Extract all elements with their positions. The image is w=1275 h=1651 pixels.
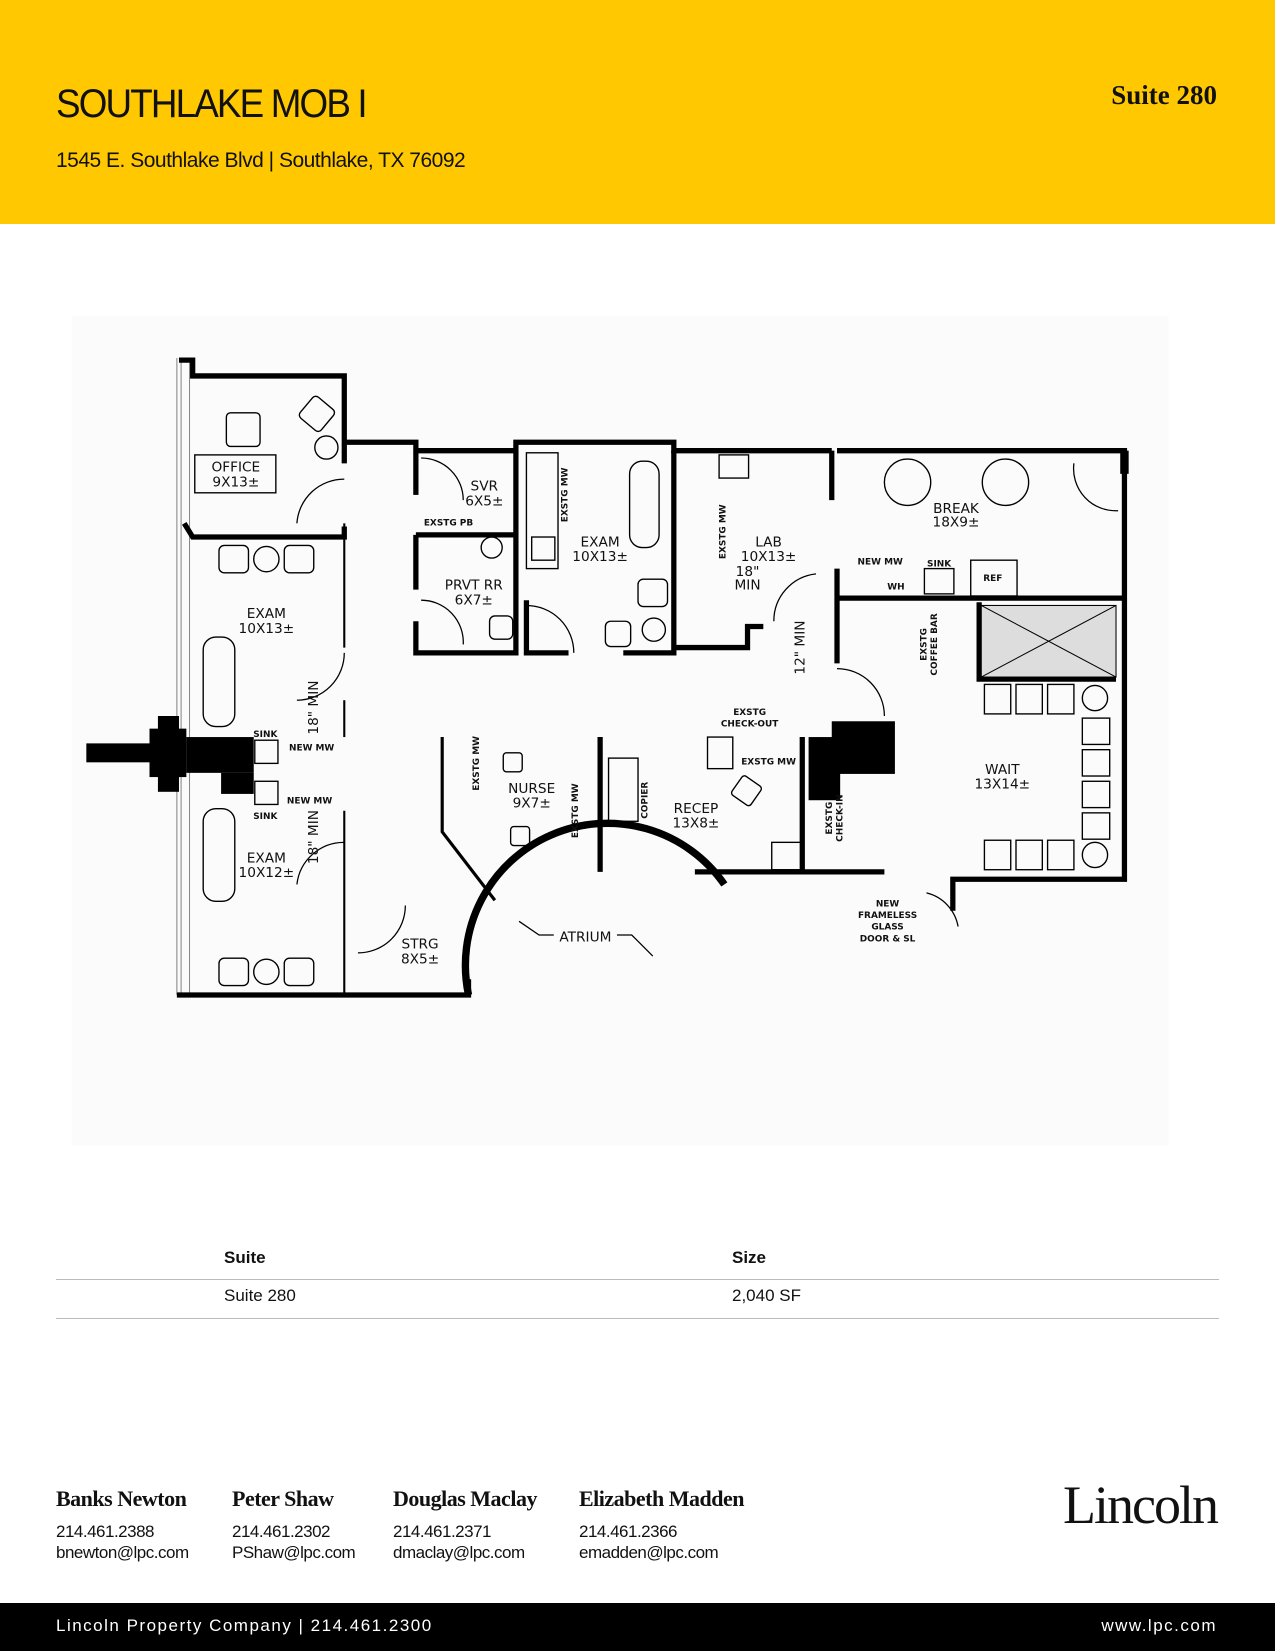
note-sink: SINK (927, 559, 952, 569)
room-size-break: 18X9± (933, 514, 980, 530)
walls (176, 357, 1129, 998)
note-check-out: CHECK-OUT (721, 720, 779, 730)
lincoln-logo: Lincoln (1063, 1475, 1219, 1535)
footer-website-link[interactable]: www.lpc.com (1101, 1616, 1217, 1635)
column-header-suite: Suite (224, 1248, 266, 1267)
property-title: SOUTHLAKE MOB I (56, 82, 368, 126)
contact-card: Elizabeth Madden 214.461.2366 emadden@lp… (579, 1486, 744, 1562)
elevator-shaft (980, 604, 1117, 678)
room-size-svr: 6X5± (465, 493, 503, 509)
contact-phone: 214.461.2366 (579, 1522, 677, 1541)
room-size-recep: 13X8± (672, 816, 719, 832)
contact-card: Peter Shaw 214.461.2302 PShaw@lpc.com (232, 1486, 356, 1562)
room-label-svr: SVR (471, 479, 499, 495)
contact-phone: 214.461.2371 (393, 1522, 491, 1541)
atrium-wall (461, 819, 728, 996)
room-label-exam-bottom: EXAM (247, 850, 286, 866)
note-glass-door: DOOR & SL (860, 934, 916, 944)
contact-email[interactable]: PShaw@lpc.com (232, 1543, 356, 1562)
note-exstg-mw: EXSTG MW (560, 467, 570, 522)
footer-company: Lincoln Property Company | 214.461.2300 (56, 1616, 433, 1635)
table-divider (56, 1318, 1219, 1319)
note-ref: REF (983, 574, 1002, 584)
contact-name: Douglas Maclay (393, 1486, 537, 1511)
note-min-18-vertical: 18" MIN (306, 810, 322, 864)
note-exstg-mw: EXSTG MW (718, 504, 728, 559)
plan-notes: EXSTG PB EXSTG MW EXSTG MW 18"MIN NEW MW… (253, 467, 1002, 945)
contact-name: Peter Shaw (232, 1486, 334, 1511)
room-size-wait: 13X14± (974, 777, 1030, 793)
contact-name: Banks Newton (56, 1486, 187, 1511)
structural-columns (86, 716, 895, 801)
column-header-size: Size (732, 1248, 767, 1267)
doors (296, 457, 1119, 954)
room-label-wait: WAIT (985, 762, 1020, 778)
note-new-mw: NEW MW (858, 557, 903, 567)
note-exstg-mw: EXSTG MW (571, 783, 581, 838)
room-size-nurse: 9X7± (513, 796, 551, 812)
note-min-18: 18" (736, 564, 760, 580)
note-atrium: ATRIUM (559, 929, 611, 945)
note-glass-door: NEW (876, 900, 900, 910)
room-label-exam-top: EXAM (581, 534, 620, 550)
note-min-18-vertical: 18" MIN (306, 681, 322, 735)
note-check-in: CHECK-IN (835, 794, 845, 841)
room-label-exam-left: EXAM (247, 606, 286, 622)
note-glass-door: FRAMELESS (858, 911, 917, 921)
note-sink: SINK (253, 812, 278, 822)
room-label-strg: STRG (402, 937, 439, 953)
room-size-prvt-rr: 6X7± (455, 592, 493, 608)
room-label-lab: LAB (755, 534, 782, 550)
note-copier: COPIER (641, 782, 651, 819)
note-glass-door: GLASS (871, 923, 903, 933)
contact-phone: 214.461.2388 (56, 1522, 154, 1541)
atrium-arrows (518, 920, 654, 957)
note-coffee-bar: COFFEE BAR (930, 613, 940, 675)
fixtures (202, 395, 1111, 987)
note-exstg-pb: EXSTG PB (424, 518, 474, 528)
room-label-prvt-rr: PRVT RR (445, 578, 504, 594)
note-min-12: 12" MIN (792, 621, 808, 675)
cell-size: 2,040 SF (732, 1286, 801, 1305)
cell-suite: Suite 280 (224, 1286, 296, 1305)
elevator-cross (981, 604, 1117, 678)
room-size-exam-left: 10X13± (239, 621, 295, 637)
room-size-strg: 8X5± (401, 951, 439, 967)
header-banner: SOUTHLAKE MOB I 1545 E. Southlake Blvd |… (0, 0, 1275, 224)
room-label-recep: RECEP (674, 801, 719, 817)
suite-label: Suite 280 (1111, 80, 1217, 110)
property-address: 1545 E. Southlake Blvd | Southlake, TX 7… (56, 149, 466, 172)
note-check-in: EXSTG (825, 802, 835, 835)
contact-email[interactable]: dmaclay@lpc.com (393, 1543, 525, 1562)
contact-email[interactable]: emadden@lpc.com (579, 1543, 719, 1562)
contact-email[interactable]: bnewton@lpc.com (56, 1543, 189, 1562)
note-exstg-mw: EXSTG MW (472, 736, 482, 791)
note-coffee-bar: EXSTG (920, 628, 930, 661)
room-label-office: OFFICE (211, 460, 260, 476)
footer-bar: Lincoln Property Company | 214.461.2300 … (0, 1603, 1275, 1651)
room-size-exam-bottom: 10X12± (239, 865, 295, 881)
note-sink: SINK (253, 730, 278, 740)
note-wh: WH (887, 583, 904, 593)
table-divider (56, 1279, 1219, 1280)
contact-card: Douglas Maclay 214.461.2371 dmaclay@lpc.… (393, 1486, 537, 1562)
room-size-office: 9X13± (212, 474, 259, 490)
contact-name: Elizabeth Madden (579, 1486, 744, 1511)
note-min-18: MIN (734, 578, 760, 594)
room-label-nurse: NURSE (508, 781, 555, 797)
note-new-mw: NEW MW (287, 796, 332, 806)
room-label-break: BREAK (933, 501, 980, 517)
room-size-exam-top: 10X13± (572, 549, 628, 565)
window-wall (176, 358, 191, 996)
note-new-mw: NEW MW (289, 744, 334, 754)
note-exstg-mw: EXSTG MW (741, 757, 796, 767)
contact-card: Banks Newton 214.461.2388 bnewton@lpc.co… (56, 1486, 189, 1562)
room-size-lab: 10X13± (741, 549, 797, 565)
note-check-out: EXSTG (733, 708, 766, 718)
contact-phone: 214.461.2302 (232, 1522, 331, 1541)
plan-backdrop (71, 315, 1169, 1146)
office-label-box (194, 454, 277, 494)
